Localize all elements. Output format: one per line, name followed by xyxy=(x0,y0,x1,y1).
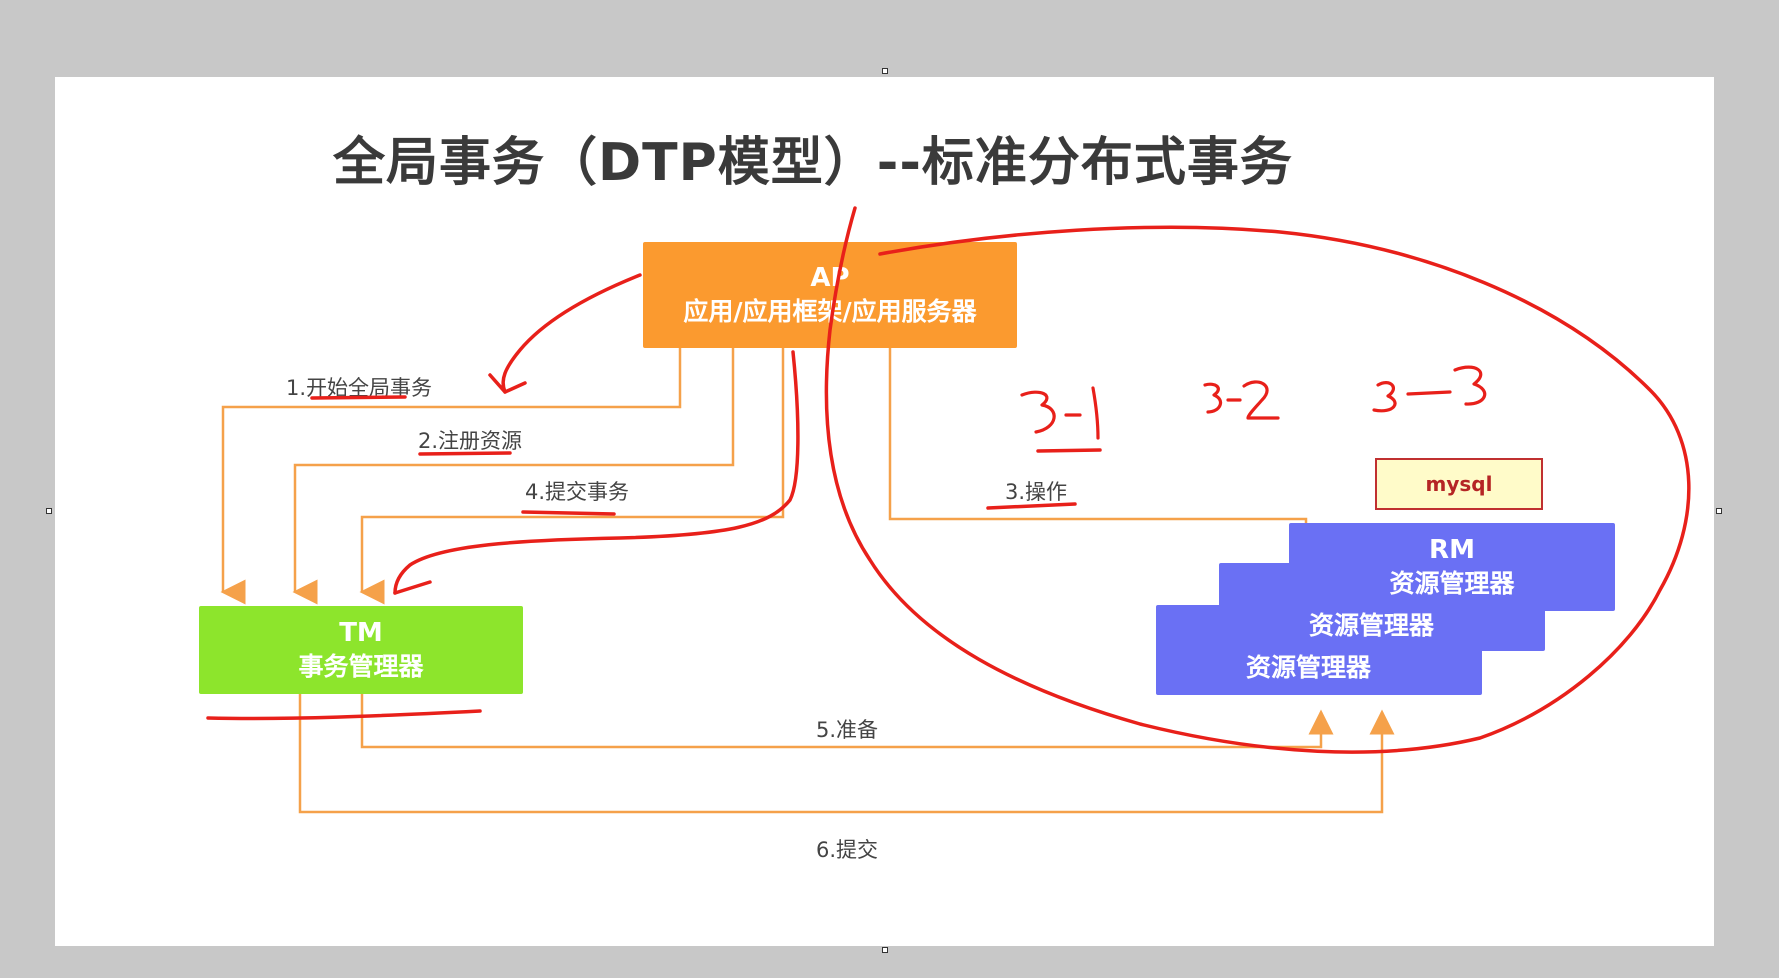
ap-label: AP xyxy=(810,263,850,293)
connector-1 xyxy=(220,348,682,605)
step-label-3: 3.操作 xyxy=(1005,480,1068,504)
ink-arrowhead-commit xyxy=(393,580,432,595)
step-label-5: 5.准备 xyxy=(816,718,879,742)
connector-6 xyxy=(298,694,1395,814)
step-label-6: 6.提交 xyxy=(816,838,879,862)
ink-digit-3-a xyxy=(1020,390,1056,434)
rm-label: RM xyxy=(1429,535,1475,565)
connector-2 xyxy=(292,348,735,605)
connector-3 xyxy=(888,348,1308,523)
ink-arrow-start xyxy=(501,273,642,394)
step-label-2: 2.注册资源 xyxy=(418,429,523,453)
rm-subtitle: 资源管理器 xyxy=(1389,569,1515,598)
ink-underline-3 xyxy=(986,502,1077,510)
resize-handle-top[interactable] xyxy=(882,68,888,74)
rm-middle-subtitle: 资源管理器 xyxy=(1309,611,1435,640)
ink-underline-31 xyxy=(1036,448,1102,453)
resize-handle-right[interactable] xyxy=(1716,508,1722,514)
ink-digit-3-b xyxy=(1203,382,1223,414)
rm-box-front[interactable]: RM 资源管理器 xyxy=(1289,523,1615,611)
mysql-box[interactable]: mysql xyxy=(1375,458,1543,510)
resize-handle-left[interactable] xyxy=(46,508,52,514)
ink-arrow-commit xyxy=(393,350,800,595)
ink-underline-1 xyxy=(310,395,407,400)
slide-title: 全局事务（DTP模型）--标准分布式事务 xyxy=(333,133,1293,193)
connector-5 xyxy=(360,694,1334,749)
slide[interactable] xyxy=(55,77,1714,946)
tm-subtitle: 事务管理器 xyxy=(298,652,424,681)
step-label-4: 4.提交事务 xyxy=(525,480,630,504)
tm-box[interactable]: TM 事务管理器 xyxy=(199,606,523,694)
resize-handle-bottom[interactable] xyxy=(882,947,888,953)
connector-4 xyxy=(359,348,785,605)
ink-underline-tm xyxy=(206,709,482,721)
tm-label: TM xyxy=(339,618,383,648)
ink-underline-4 xyxy=(521,510,616,516)
rm-back-subtitle: 资源管理器 xyxy=(1246,653,1372,682)
ink-underline-2 xyxy=(418,451,512,456)
ink-digit-3-c xyxy=(1372,381,1397,413)
ink-arrowhead-start xyxy=(488,373,527,394)
ink-loop xyxy=(824,206,1691,754)
